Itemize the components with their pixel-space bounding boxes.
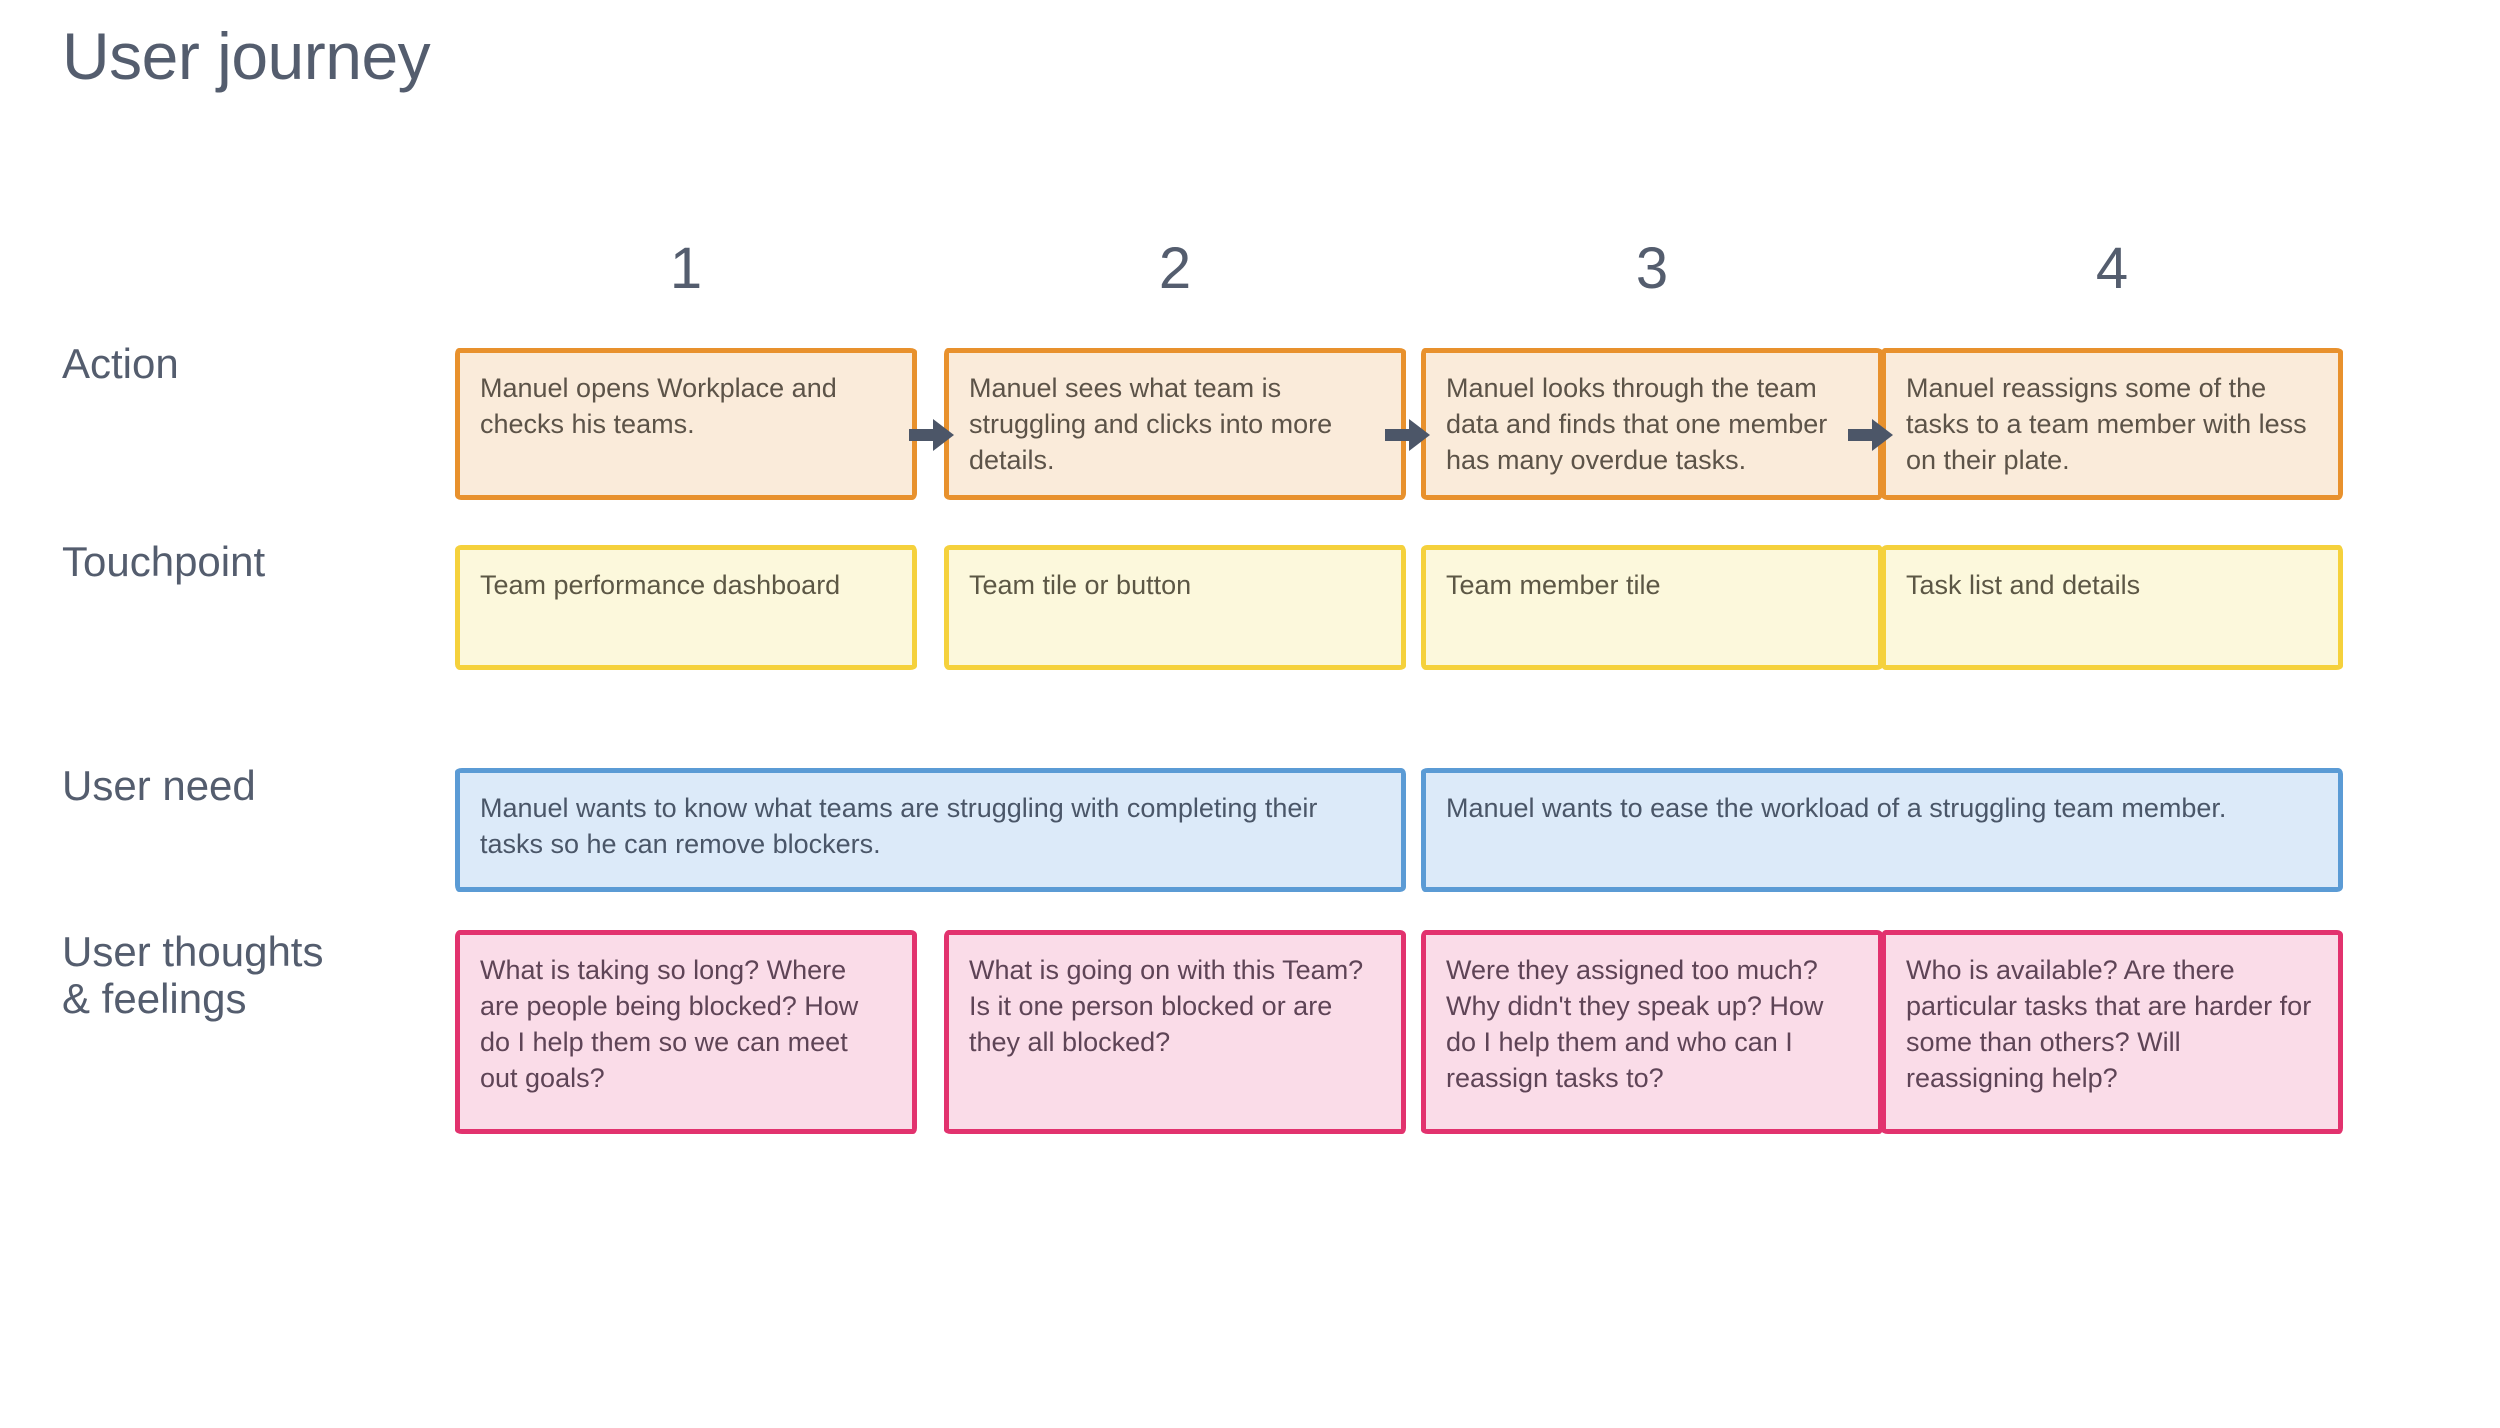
page-title: User journey <box>62 19 431 93</box>
row-label-action: Action <box>62 340 179 387</box>
action-card-4[interactable]: Manuel reassigns some of the tasks to a … <box>1881 348 2343 500</box>
action-card-2[interactable]: Manuel sees what team is struggling and … <box>944 348 1406 500</box>
action-card-1[interactable]: Manuel opens Workplace and checks his te… <box>455 348 917 500</box>
row-label-touchpoint: Touchpoint <box>62 538 266 585</box>
touchpoint-card-4[interactable]: Task list and details <box>1881 545 2343 670</box>
step-number-2: 2 <box>1158 236 1192 301</box>
arrow-right-icon-3 <box>1848 418 1894 452</box>
step-number-4: 4 <box>2095 236 2129 301</box>
user-thoughts-card-3[interactable]: Were they assigned too much? Why didn't … <box>1421 930 1883 1134</box>
step-number-1: 1 <box>669 236 703 301</box>
arrow-right-icon-1 <box>909 418 955 452</box>
user-need-card-1[interactable]: Manuel wants to know what teams are stru… <box>455 768 1406 892</box>
step-number-3: 3 <box>1635 236 1669 301</box>
touchpoint-card-2[interactable]: Team tile or button <box>944 545 1406 670</box>
user-thoughts-card-1[interactable]: What is taking so long? Where are people… <box>455 930 917 1134</box>
row-label-user-thoughts-and-feelings: User thoughts & feelings <box>62 928 324 1023</box>
action-card-3[interactable]: Manuel looks through the team data and f… <box>1421 348 1883 500</box>
arrow-right-icon-2 <box>1385 418 1431 452</box>
touchpoint-card-1[interactable]: Team performance dashboard <box>455 545 917 670</box>
touchpoint-card-3[interactable]: Team member tile <box>1421 545 1883 670</box>
user-thoughts-card-2[interactable]: What is going on with this Team? Is it o… <box>944 930 1406 1134</box>
row-label-user-need: User need <box>62 762 256 809</box>
user-need-card-2[interactable]: Manuel wants to ease the workload of a s… <box>1421 768 2343 892</box>
user-thoughts-card-4[interactable]: Who is available? Are there particular t… <box>1881 930 2343 1134</box>
